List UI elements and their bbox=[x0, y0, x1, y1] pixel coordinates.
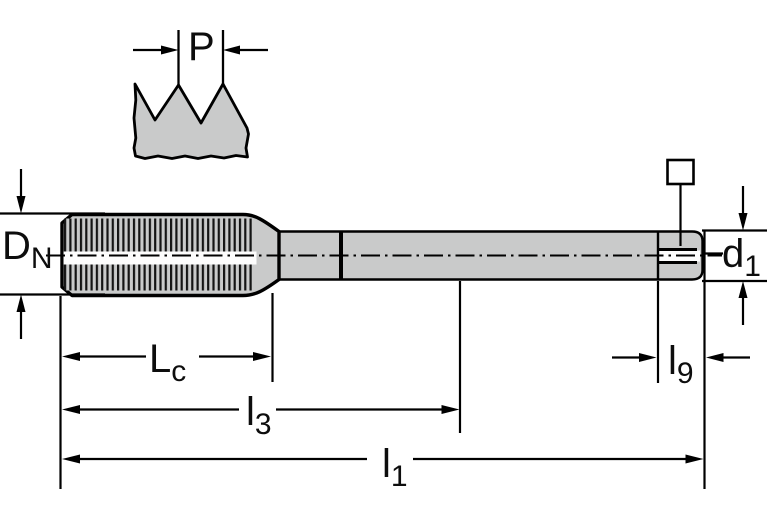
square-drive-callout bbox=[666, 158, 695, 246]
l3-arrowhead-right bbox=[441, 405, 460, 414]
l1-arrowhead-left bbox=[62, 454, 80, 464]
lc-arrowhead-right bbox=[253, 352, 271, 361]
l9-arrowhead-left bbox=[639, 353, 657, 362]
lc-arrowhead-left bbox=[62, 352, 80, 361]
nominal-diameter-dimension bbox=[0, 169, 105, 339]
thread-profile-detail bbox=[132, 30, 268, 160]
thread-hatch-lower bbox=[64, 264, 253, 291]
d1-arrowhead-bottom bbox=[738, 281, 748, 298]
label-nominal-diameter: DN bbox=[2, 224, 53, 275]
l9-arrowhead-right bbox=[706, 353, 724, 362]
thread-hatch-upper bbox=[64, 218, 253, 252]
pitch-dimension bbox=[133, 30, 268, 85]
thread-profile-shape bbox=[132, 82, 250, 160]
length-extension-lines bbox=[59, 231, 706, 489]
thread-core-band bbox=[63, 251, 257, 265]
l3-arrowhead-left bbox=[62, 405, 80, 414]
shank-diameter-dimension bbox=[702, 186, 767, 325]
square-drive-icon bbox=[666, 158, 695, 186]
tap-body bbox=[46, 212, 722, 298]
label-thread-length: Lc bbox=[149, 337, 187, 388]
label-pitch: P bbox=[188, 25, 215, 69]
pitch-arrowhead-right bbox=[223, 45, 240, 55]
dn-arrowhead-top bbox=[16, 196, 26, 214]
label-shank-diameter: d1 bbox=[722, 232, 761, 283]
label-square-length: l9 bbox=[668, 339, 694, 390]
label-l3-length: l3 bbox=[246, 390, 272, 441]
d1-arrowhead-top bbox=[738, 213, 748, 231]
l1-arrowhead-right bbox=[685, 454, 704, 464]
pitch-arrowhead-left bbox=[161, 45, 179, 55]
label-overall-length: l1 bbox=[382, 442, 408, 493]
dn-arrowhead-bottom bbox=[16, 294, 26, 312]
